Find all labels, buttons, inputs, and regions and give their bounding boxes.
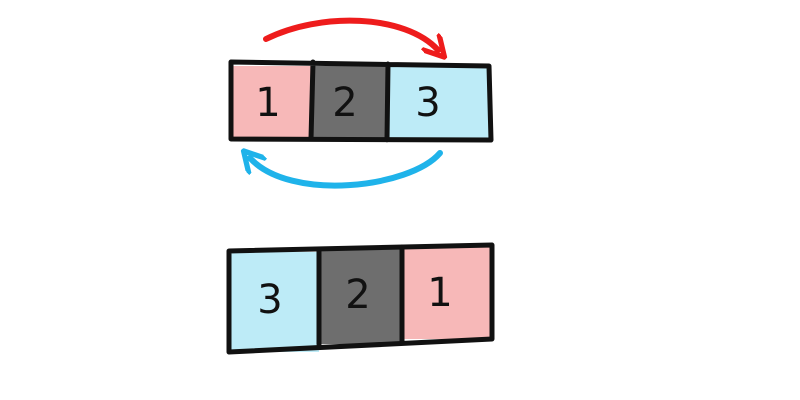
bottom-cell-1-fill xyxy=(229,252,319,352)
top-cell-3-fill xyxy=(388,66,489,139)
top-cell-1-label: 1 xyxy=(255,80,280,126)
top-cell-2: 2 xyxy=(313,66,388,139)
top-cell-2-fill xyxy=(313,66,388,139)
bottom-cell-3-label: 1 xyxy=(427,270,452,316)
bottom-array: 3 2 1 xyxy=(226,242,495,355)
bottom-cell-2: 2 xyxy=(319,248,402,344)
top-cell-2-label: 2 xyxy=(332,80,357,126)
top-cell-3-label: 3 xyxy=(415,80,440,126)
bottom-cell-3-fill xyxy=(402,246,492,339)
bottom-cell-1-label: 3 xyxy=(257,277,282,323)
bottom-cell-2-fill xyxy=(319,248,402,344)
bottom-cell-1: 3 xyxy=(229,252,319,352)
top-cell-3: 3 xyxy=(388,66,489,139)
bottom-cell-3: 1 xyxy=(402,246,492,339)
blue-swap-arrow xyxy=(250,153,443,189)
red-swap-arrow xyxy=(263,17,438,50)
bottom-cell-2-label: 2 xyxy=(345,272,370,318)
bottom-array-outline xyxy=(226,242,495,355)
top-cell-1-fill xyxy=(231,66,313,139)
top-array: 1 2 3 xyxy=(228,59,494,143)
top-cell-1: 1 xyxy=(231,66,313,139)
top-array-outline xyxy=(228,59,494,143)
